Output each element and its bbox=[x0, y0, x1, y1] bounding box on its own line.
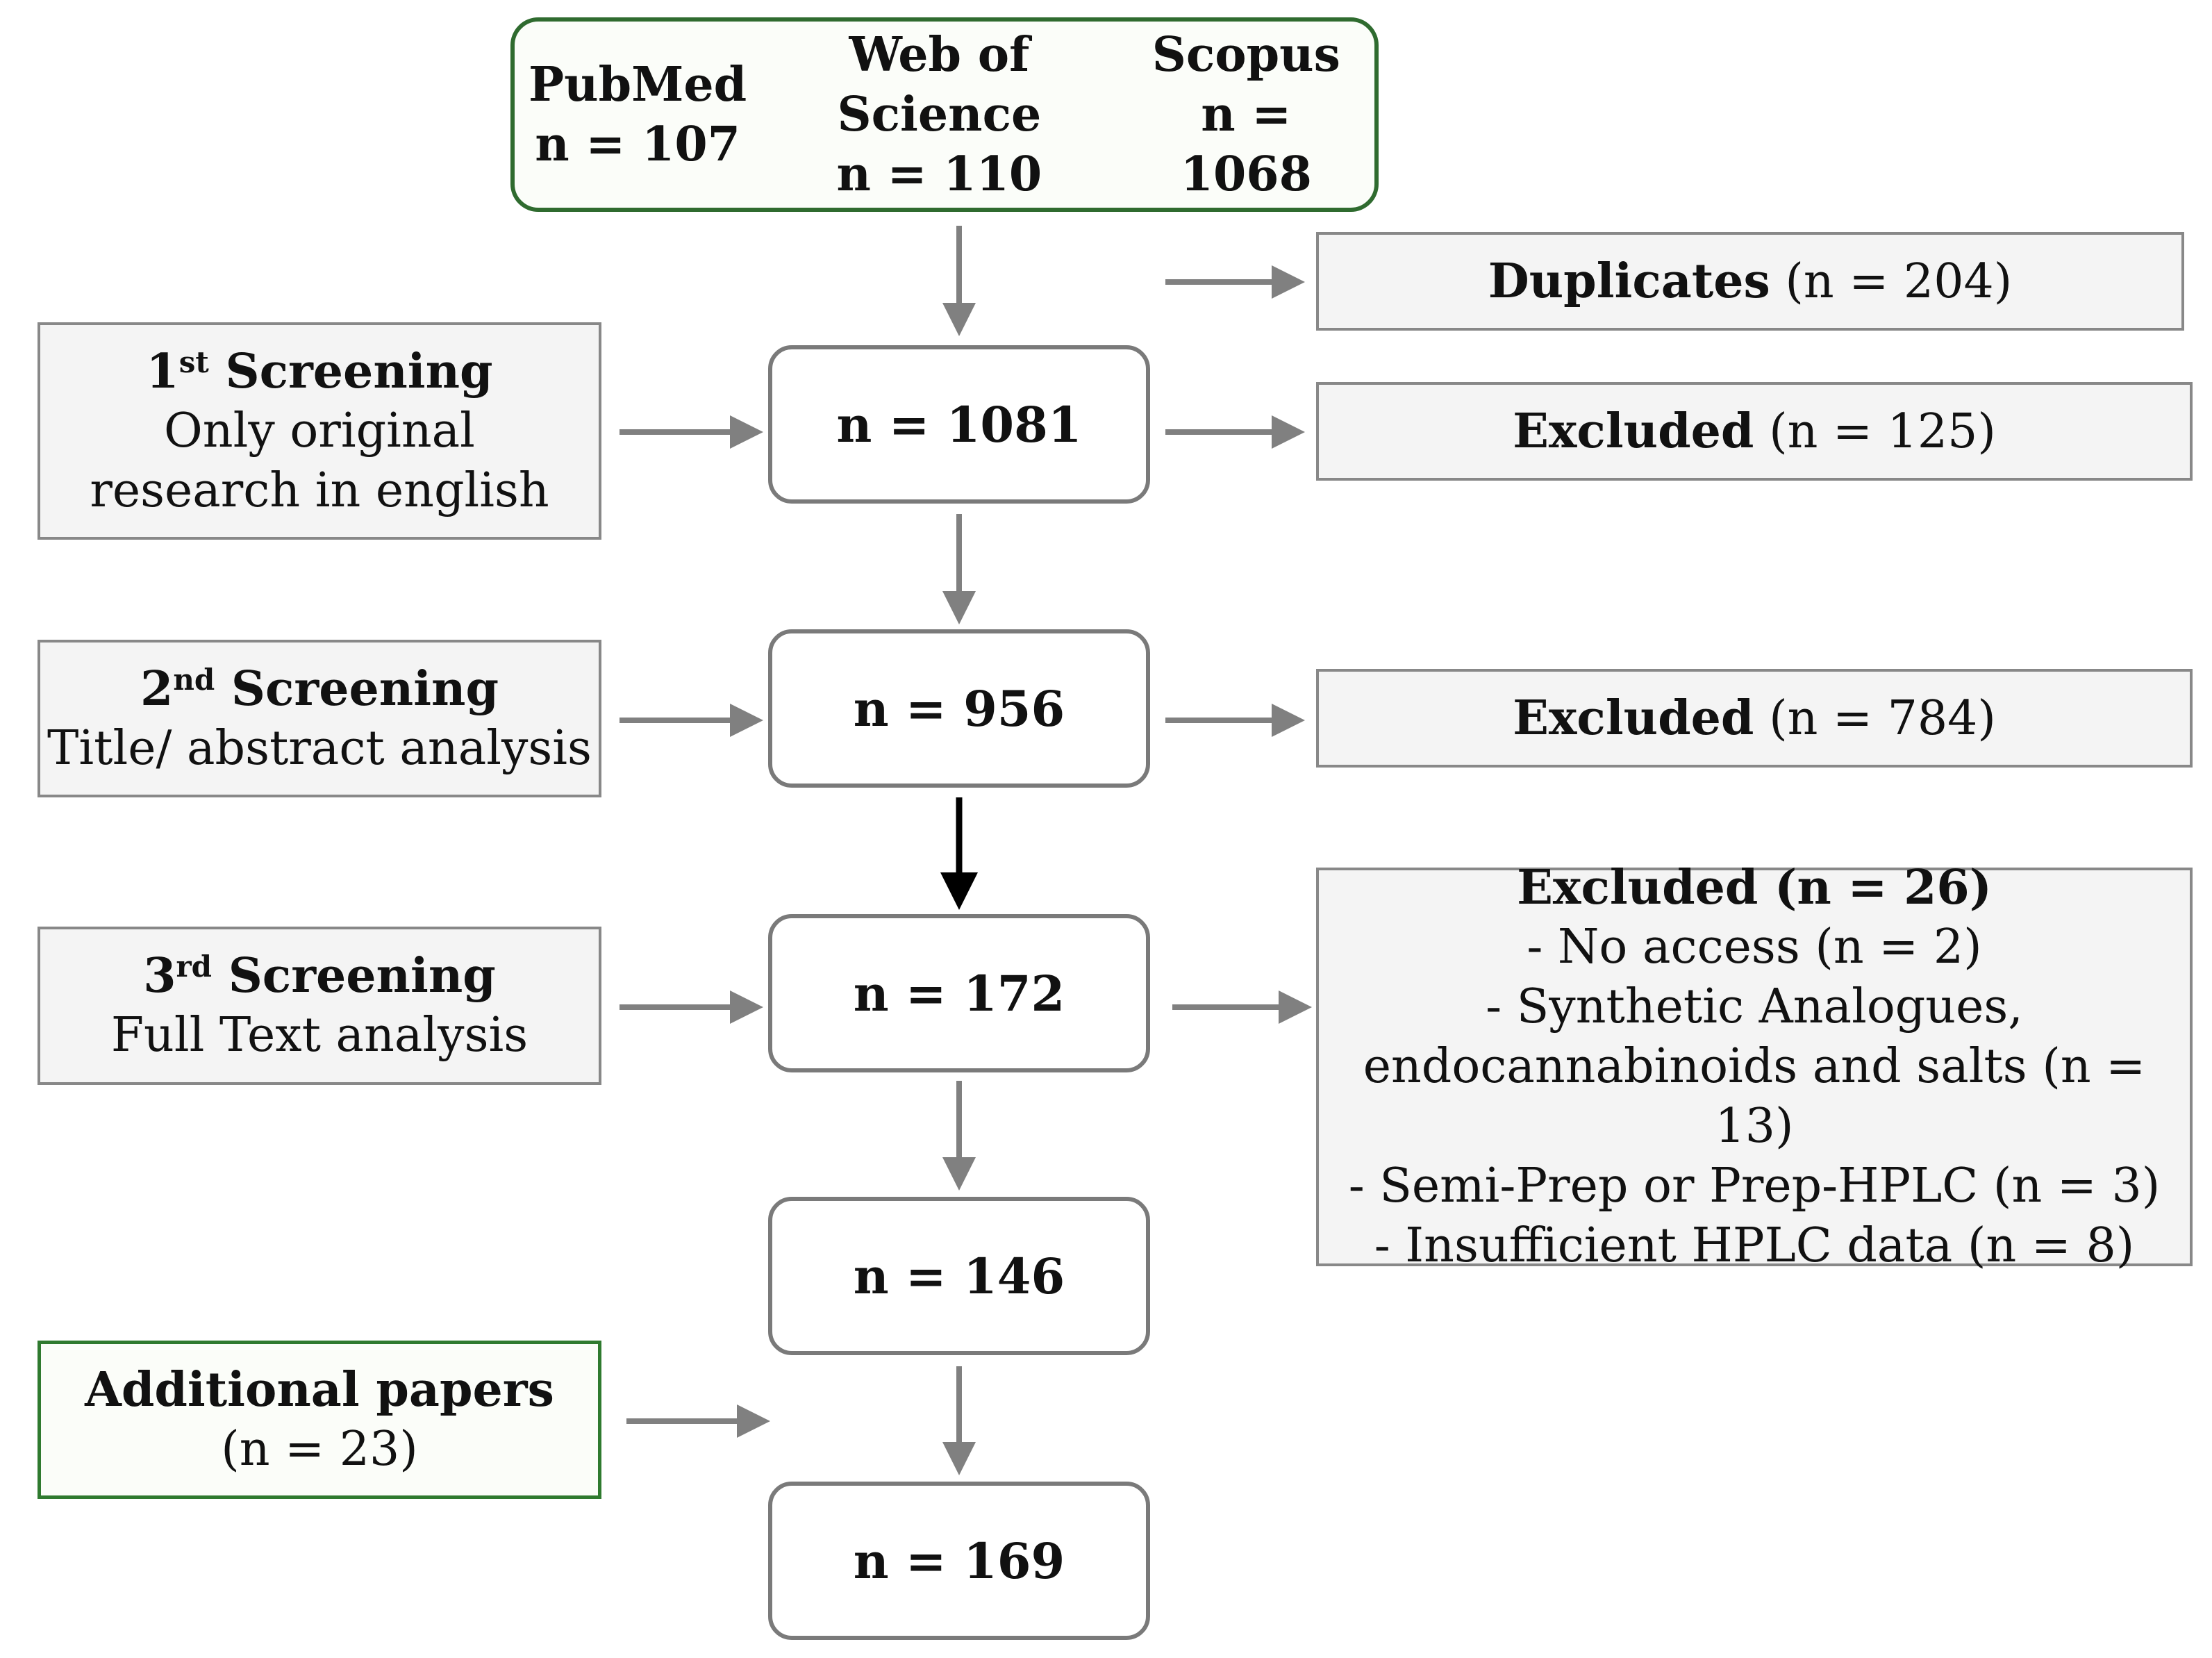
screening-title: 3rd Screening bbox=[143, 948, 496, 1004]
count-box-1081: n = 1081 bbox=[768, 345, 1150, 504]
source-scopus: Scopus n = 1068 bbox=[1132, 25, 1361, 204]
excluded-box-3: Excluded (n = 26) - No access (n = 2) - … bbox=[1316, 860, 2193, 1273]
exclusion-reason: - Synthetic Analogues, bbox=[1486, 979, 2023, 1034]
excluded-title: Excluded (n = 26) bbox=[1517, 860, 1992, 915]
screening-criteria: Title/ abstract analysis bbox=[47, 720, 592, 776]
count-box-956: n = 956 bbox=[768, 629, 1150, 788]
source-name: PubMed bbox=[529, 57, 747, 113]
excluded-label: Excluded bbox=[1513, 690, 1754, 746]
duplicates-box: Duplicates (n = 204) bbox=[1316, 232, 2184, 331]
source-count: n = 110 bbox=[836, 147, 1042, 202]
screening-title: 2nd Screening bbox=[140, 661, 499, 717]
excluded-count: (n = 784) bbox=[1754, 690, 1996, 746]
additional-papers-box: Additional papers (n = 23) bbox=[38, 1341, 601, 1499]
exclusion-reason: - Semi-Prep or Prep-HPLC (n = 3) bbox=[1348, 1159, 2161, 1213]
sources-box: PubMed n = 107 Web of Science n = 110 Sc… bbox=[510, 17, 1379, 212]
count-box-169: n = 169 bbox=[768, 1482, 1150, 1640]
count-value: n = 172 bbox=[853, 964, 1065, 1022]
source-count: n = 107 bbox=[535, 117, 740, 172]
additional-title: Additional papers bbox=[85, 1362, 554, 1418]
source-count: n = 1068 bbox=[1180, 87, 1312, 202]
exclusion-reason: - Insufficient HPLC data (n = 8) bbox=[1374, 1218, 2135, 1273]
screening-2-box: 2nd Screening Title/ abstract analysis bbox=[38, 640, 601, 797]
count-box-146: n = 146 bbox=[768, 1197, 1150, 1355]
duplicates-count: (n = 204) bbox=[1770, 254, 2013, 309]
excluded-box-1: Excluded (n = 125) bbox=[1316, 382, 2193, 481]
source-pubmed: PubMed n = 107 bbox=[529, 55, 747, 174]
screening-1-box: 1st Screening Only original research in … bbox=[38, 322, 601, 540]
source-name: Scopus bbox=[1151, 27, 1340, 83]
screening-title: 1st Screening bbox=[146, 343, 493, 399]
exclusion-reason: - No access (n = 2) bbox=[1527, 920, 1982, 975]
count-value: n = 956 bbox=[853, 679, 1065, 738]
count-value: n = 169 bbox=[853, 1532, 1065, 1590]
screening-3-box: 3rd Screening Full Text analysis bbox=[38, 927, 601, 1085]
excluded-box-2: Excluded (n = 784) bbox=[1316, 669, 2193, 768]
count-box-172: n = 172 bbox=[768, 914, 1150, 1072]
source-web-of-science: Web of Science n = 110 bbox=[747, 25, 1131, 204]
additional-count: (n = 23) bbox=[221, 1422, 418, 1477]
excluded-count: (n = 125) bbox=[1754, 404, 1996, 459]
screening-criteria: research in english bbox=[90, 463, 549, 518]
excluded-label: Excluded bbox=[1513, 403, 1754, 459]
exclusion-reason: endocannabinoids and salts (n = 13) bbox=[1363, 1039, 2146, 1154]
count-value: n = 1081 bbox=[836, 395, 1082, 454]
screening-criteria: Full Text analysis bbox=[110, 1008, 529, 1063]
duplicates-label: Duplicates bbox=[1488, 253, 1770, 309]
count-value: n = 146 bbox=[853, 1247, 1065, 1305]
source-name: Web of Science bbox=[837, 27, 1042, 142]
screening-criteria: Only original bbox=[164, 403, 475, 458]
